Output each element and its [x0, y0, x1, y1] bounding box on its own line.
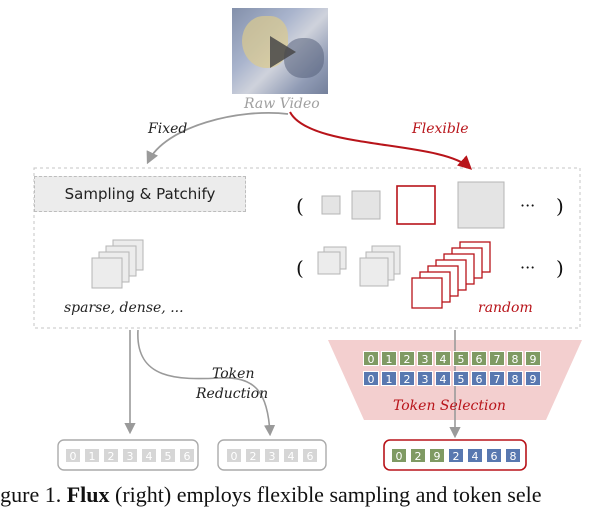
caption-suffix: (right) employs flexible sampling and to… — [109, 482, 542, 507]
token-chip-flux: 8 — [505, 448, 521, 463]
raw-video-label: Raw Video — [244, 96, 320, 112]
sampling-title: Sampling & Patchify — [64, 185, 216, 203]
token-chip-gray: 6 — [179, 448, 195, 463]
token-chip-flux: 0 — [391, 448, 407, 463]
token-chip-gray: 4 — [141, 448, 157, 463]
token-selection-label: Token Selection — [393, 398, 506, 414]
token-chip-green: 2 — [399, 351, 415, 366]
caption-bold: Flux — [66, 482, 110, 507]
fixed-frame — [91, 257, 123, 289]
token-chip-gray: 0 — [226, 448, 242, 463]
paren-close-row1: ) — [556, 194, 564, 218]
token-chip-green: 4 — [435, 351, 451, 366]
token-chip-green: 3 — [417, 351, 433, 366]
token-chip-green: 7 — [489, 351, 505, 366]
sparse-dense-label: sparse, dense, ... — [64, 300, 184, 316]
token-chip-green: 9 — [525, 351, 541, 366]
flexible-arrow — [289, 111, 473, 170]
figure-caption: igure 1. Flux (right) employs flexible s… — [0, 482, 541, 508]
token-chip-blue: 1 — [381, 371, 397, 386]
token-chip-gray: 6 — [302, 448, 318, 463]
token-chip-gray: 3 — [122, 448, 138, 463]
token-reduction-line1: Token — [212, 366, 255, 382]
paren-open-row1: ( — [296, 194, 304, 218]
sampling-panel — [33, 167, 581, 329]
token-reduction-arrow — [137, 329, 276, 437]
output-box-flux — [383, 439, 527, 471]
fixed-arrow — [146, 112, 289, 165]
flex-frame-random — [411, 277, 443, 309]
play-icon — [270, 36, 296, 68]
patch-medium — [351, 190, 381, 220]
paren-close-row2: ) — [556, 256, 564, 280]
output-box-fixed — [57, 439, 199, 471]
token-chip-blue: 6 — [471, 371, 487, 386]
token-chip-gray: 3 — [264, 448, 280, 463]
token-chip-flux: 2 — [410, 448, 426, 463]
token-chip-blue: 5 — [453, 371, 469, 386]
flex-frame-b — [359, 257, 389, 287]
ellipsis-row2: ··· — [520, 258, 536, 277]
paren-open-row2: ( — [296, 256, 304, 280]
token-chip-blue: 7 — [489, 371, 505, 386]
token-chip-blue: 0 — [363, 371, 379, 386]
patch-small — [321, 195, 341, 215]
token-chip-blue: 4 — [435, 371, 451, 386]
token-chip-blue: 3 — [417, 371, 433, 386]
token-chip-gray: 2 — [103, 448, 119, 463]
token-chip-gray: 5 — [160, 448, 176, 463]
token-chip-flux: 9 — [429, 448, 445, 463]
token-chip-green: 6 — [471, 351, 487, 366]
ellipsis-row1: ··· — [520, 196, 536, 215]
output-box-reduced — [217, 439, 327, 471]
flexible-label: Flexible — [412, 121, 469, 137]
caption-prefix: igure 1. — [0, 482, 67, 507]
token-chip-gray: 0 — [65, 448, 81, 463]
patch-xlarge — [457, 181, 505, 229]
random-label: random — [478, 300, 533, 316]
token-chip-flux: 6 — [486, 448, 502, 463]
token-chip-green: 5 — [453, 351, 469, 366]
token-chip-blue: 8 — [507, 371, 523, 386]
flex-frame-a — [317, 251, 341, 275]
token-chip-green: 1 — [381, 351, 397, 366]
sampling-title-box — [34, 176, 246, 212]
raw-video-thumbnail — [232, 8, 328, 94]
token-chip-blue: 2 — [399, 371, 415, 386]
token-reduction-line2: Reduction — [196, 386, 269, 402]
patch-large-selected — [396, 185, 436, 225]
token-chip-gray: 1 — [84, 448, 100, 463]
token-chip-green: 8 — [507, 351, 523, 366]
token-chip-gray: 4 — [283, 448, 299, 463]
token-chip-green: 0 — [363, 351, 379, 366]
token-chip-flux: 2 — [448, 448, 464, 463]
fixed-label: Fixed — [148, 121, 188, 137]
token-chip-gray: 2 — [245, 448, 261, 463]
token-chip-blue: 9 — [525, 371, 541, 386]
token-chip-flux: 4 — [467, 448, 483, 463]
